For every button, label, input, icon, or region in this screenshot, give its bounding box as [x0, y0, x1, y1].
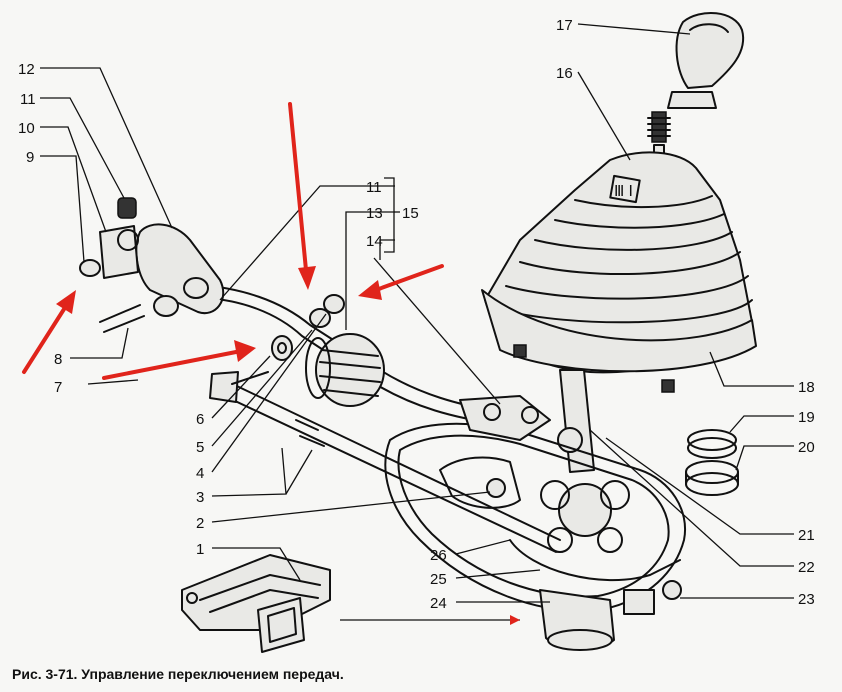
label-25: 25 [430, 571, 447, 588]
lever-ball-joint [540, 480, 630, 553]
label-5: 5 [196, 439, 204, 456]
part-labels: 12 11 10 9 8 7 6 5 4 3 2 1 11 13 14 15 1… [18, 17, 815, 612]
label-19: 19 [798, 409, 815, 426]
upper-rod [199, 284, 551, 441]
spring-rings [685, 429, 739, 496]
gear-knob [667, 11, 745, 109]
label-17: 17 [556, 17, 573, 34]
label-12: 12 [18, 61, 35, 78]
lever-housing [384, 422, 687, 651]
red-arrow-right [358, 264, 444, 300]
label-14: 14 [366, 233, 383, 250]
washers-nuts [231, 294, 345, 385]
damper-bushing [305, 333, 385, 407]
label-10: 10 [18, 120, 35, 137]
label-1: 1 [196, 541, 204, 558]
label-11-left: 11 [20, 91, 36, 108]
label-7: 7 [54, 379, 62, 396]
label-13: 13 [366, 205, 383, 222]
figure-caption: Рис. 3-71. Управление переключением пере… [12, 666, 344, 682]
label-26: 26 [430, 547, 447, 564]
label-15: 15 [402, 205, 419, 222]
label-18: 18 [798, 379, 815, 396]
boot-marking: Ⅲ Ⅰ [614, 183, 633, 200]
label-24: 24 [430, 595, 447, 612]
label-4: 4 [196, 465, 204, 482]
label-6: 6 [196, 411, 204, 428]
label-3: 3 [196, 489, 204, 506]
label-22: 22 [798, 559, 815, 576]
label-21: 21 [798, 527, 815, 544]
label-20: 20 [798, 439, 815, 456]
label-9: 9 [26, 149, 34, 166]
gear-lever-lower [557, 369, 595, 473]
label-16: 16 [556, 65, 573, 82]
label-23: 23 [798, 591, 815, 608]
red-arrow-top [288, 102, 316, 290]
clamp-assembly [79, 197, 225, 333]
label-2: 2 [196, 515, 204, 532]
shift-rod [209, 371, 561, 553]
label-8: 8 [54, 351, 62, 368]
lever-boot: Ⅲ Ⅰ [481, 151, 757, 393]
support-bracket [181, 554, 331, 653]
label-11-right: 11 [366, 179, 382, 196]
exploded-view-drawing: Ⅲ Ⅰ [18, 11, 815, 653]
annotation-arrows [22, 102, 444, 380]
red-arrow-left [22, 290, 76, 374]
red-arrow-lower [102, 340, 256, 380]
